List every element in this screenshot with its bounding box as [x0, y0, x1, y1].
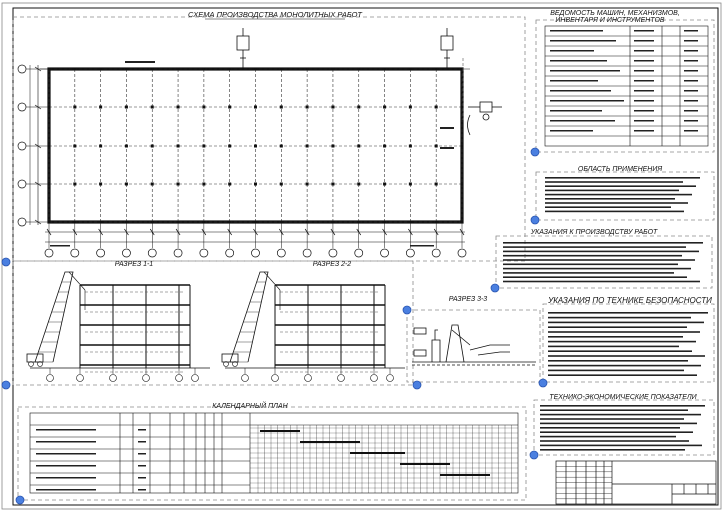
crane-icon	[236, 28, 250, 68]
section-1-drawing	[26, 271, 210, 382]
section-2-title: РАЗРЕЗ 2-2	[313, 261, 352, 268]
title-block	[555, 460, 717, 505]
calendar-table	[29, 412, 519, 494]
text-blocks	[503, 177, 708, 451]
section-1-title: РАЗРЕЗ 1-1	[115, 261, 154, 268]
machines-table	[544, 25, 709, 147]
safety-title: УКАЗАНИЯ ПО ТЕХНИКЕ БЕЗОПАСНОСТИ	[547, 296, 712, 305]
selection-grips	[1, 147, 548, 505]
building-plan	[17, 28, 502, 258]
concrete-pump-icon	[467, 101, 502, 136]
calendar-title: КАЛЕНДАРНЫЙ ПЛАН	[212, 401, 288, 410]
machines-title-line2: ИНВЕНТАРЯ И ИНСТРУМЕНТОВ	[555, 17, 665, 24]
work-instructions-title: УКАЗАНИЯ К ПРОИЗВОДСТВУ РАБОТ	[530, 229, 658, 236]
scheme-title: СХЕМА ПРОИЗВОДСТВА МОНОЛИТНЫХ РАБОТ	[188, 10, 363, 19]
section-3-drawing	[412, 324, 536, 366]
machines-title-line1: ВЕДОМОСТЬ МАШИН, МЕХАНИЗМОВ,	[550, 10, 680, 17]
region-frames	[12, 16, 715, 501]
application-title: ОБЛАСТЬ ПРИМЕНЕНИЯ	[578, 166, 662, 173]
section-2-drawing	[221, 271, 405, 382]
crane-icon	[440, 28, 454, 68]
section-3-title: РАЗРЕЗ 3-3	[449, 296, 488, 303]
tech-econ-title: ТЕХНИКО-ЭКОНОМИЧЕСКИЕ ПОКАЗАТЕЛИ	[549, 394, 697, 401]
